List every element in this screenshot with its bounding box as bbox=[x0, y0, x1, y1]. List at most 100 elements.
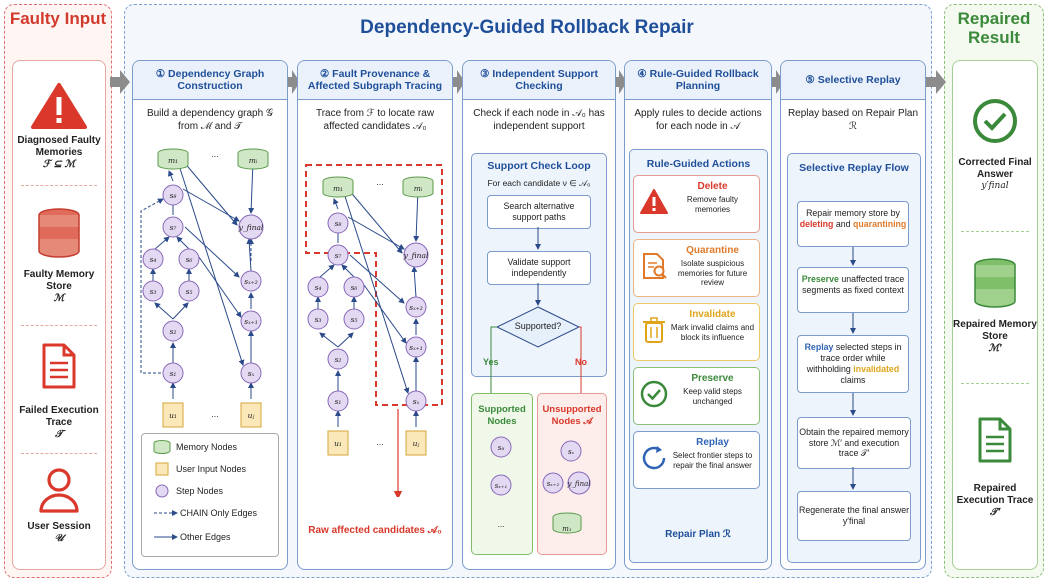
diagnosed-faulty-memories: Diagnosed Faulty Memories ℱ ⊆ ℳ bbox=[17, 135, 101, 170]
step2-header: ② Fault Provenance & Affected Subgraph T… bbox=[298, 61, 452, 100]
svg-text:...: ... bbox=[376, 438, 383, 447]
svg-text:sₓ₊₂: sₓ₊₂ bbox=[409, 303, 422, 312]
svg-text:s₈: s₈ bbox=[498, 444, 505, 452]
replay-icon bbox=[642, 446, 666, 470]
check-circle-icon bbox=[640, 380, 668, 408]
svg-text:sₓ: sₓ bbox=[413, 397, 420, 406]
user-session: User Session 𝒰 bbox=[27, 521, 91, 544]
search-support-box: Search alternative support paths bbox=[487, 195, 591, 229]
step5-column: ⑤ Selective Replay Replay based on Repai… bbox=[780, 60, 926, 570]
action-delete: Delete Remove faulty memories bbox=[633, 175, 760, 233]
replay-step-3: Replay selected steps in trace order whi… bbox=[797, 335, 909, 393]
s8-label: s₈ bbox=[170, 191, 177, 200]
database-icon bbox=[38, 208, 80, 258]
replay-step-4: Obtain the repaired memory store ℳ′ and … bbox=[797, 417, 911, 469]
faulty-input-title: Faulty Input bbox=[9, 9, 107, 28]
legend-other: Other Edges bbox=[152, 532, 231, 542]
action-invalidate: Invalidate Mark invalid claims and block… bbox=[633, 303, 760, 361]
svg-text:s₂: s₂ bbox=[335, 355, 342, 364]
svg-text:s₇: s₇ bbox=[335, 251, 342, 260]
svg-text:...: ... bbox=[376, 178, 383, 187]
check-circle-icon bbox=[973, 99, 1017, 143]
svg-text:u₁: u₁ bbox=[334, 439, 342, 448]
flow-arrow bbox=[926, 70, 946, 94]
step4-desc: Apply rules to decide actions for each n… bbox=[634, 108, 762, 132]
sx2-label: sₓ₊₂ bbox=[244, 277, 257, 286]
s3-label: s₃ bbox=[150, 287, 157, 296]
flow-arrow bbox=[451, 70, 465, 94]
step3-header: ③ Independent Support Checking bbox=[463, 61, 615, 100]
uj-label: uⱼ bbox=[248, 411, 255, 420]
s6-label: s₆ bbox=[186, 255, 193, 264]
flow-arrow bbox=[770, 70, 784, 94]
svg-text:sₓ: sₓ bbox=[568, 448, 575, 456]
raw-affected-label: Raw affected candidates 𝒜₀ bbox=[308, 525, 442, 536]
svg-text:m₁: m₁ bbox=[333, 184, 343, 193]
step-node-icon bbox=[155, 484, 169, 498]
replay-step-1: Repair memory store by deleting and quar… bbox=[797, 201, 909, 247]
step5-desc: Replay based on Repair Plan ℛ bbox=[787, 108, 919, 132]
svg-text:s₃: s₃ bbox=[315, 315, 322, 324]
divider bbox=[21, 325, 97, 326]
divider bbox=[21, 185, 97, 186]
sx-label: sₓ bbox=[248, 369, 255, 378]
trash-icon bbox=[643, 317, 665, 343]
memory-node-icon bbox=[153, 440, 171, 454]
step5-header: ⑤ Selective Replay bbox=[781, 61, 925, 100]
svg-text:s₈: s₈ bbox=[335, 219, 342, 228]
svg-text:y_final: y_final bbox=[566, 480, 590, 488]
action-preserve: Preserve Keep valid steps unchanged bbox=[633, 367, 760, 425]
document-icon bbox=[42, 343, 76, 389]
svg-text:s₆: s₆ bbox=[351, 283, 358, 292]
warning-icon bbox=[640, 189, 668, 214]
svg-text:s₁: s₁ bbox=[335, 397, 342, 406]
no-label: No bbox=[575, 357, 587, 367]
dashed-arrow-icon bbox=[154, 510, 178, 516]
affected-subgraph: m₁ mᵢ s₈ s₇ s₄ s₆ s₃ s₅ s₂ s₁ y_final sₓ… bbox=[305, 164, 443, 497]
legend: Memory Nodes User Input Nodes Step Nodes… bbox=[141, 433, 279, 557]
replay-step-2: Preserve unaffected trace segments as fi… bbox=[797, 267, 909, 313]
divider bbox=[961, 383, 1029, 384]
user-input-node-icon bbox=[155, 462, 169, 476]
flow-arrow bbox=[613, 70, 627, 94]
main-title: Dependency-Guided Rollback Repair bbox=[360, 17, 694, 38]
user-icon bbox=[39, 468, 79, 513]
repaired-memory-store: Repaired Memory Store ℳ′ bbox=[953, 319, 1037, 354]
legend-memory: Memory Nodes bbox=[152, 440, 237, 454]
s4-label: s₄ bbox=[150, 255, 157, 264]
repaired-execution-trace: Repaired Execution Trace 𝒯′ bbox=[956, 483, 1034, 518]
repaired-result-list: Corrected Final Answer y′final Repaired … bbox=[952, 60, 1038, 570]
step4-column: ④ Rule-Guided Rollback Planning Apply ru… bbox=[624, 60, 772, 570]
step4-header: ④ Rule-Guided Rollback Planning bbox=[625, 61, 771, 100]
s5-label: s₅ bbox=[186, 287, 193, 296]
s1-label: s₁ bbox=[170, 369, 177, 378]
m1-label: m₁ bbox=[168, 156, 178, 165]
step1-desc: Build a dependency graph 𝒢 from ℳ and 𝒯 bbox=[146, 108, 274, 132]
repaired-result-title: Repaired Result bbox=[957, 9, 1031, 47]
action-quarantine: Quarantine Isolate suspicious memories f… bbox=[633, 239, 760, 297]
svg-text:...: ... bbox=[211, 150, 218, 159]
validate-support-box: Validate support independently bbox=[487, 251, 591, 285]
dependency-graph: m₁ mᵢ s₈ s₇ s₄ s₆ s₃ s₅ s₂ s₁ y_final sₓ… bbox=[140, 148, 269, 428]
supported-nodes-box: Supported Nodes bbox=[471, 393, 533, 555]
step1-header: ① Dependency Graph Construction bbox=[133, 61, 287, 100]
divider bbox=[961, 231, 1029, 232]
faulty-memory-store: Faulty Memory Store ℳ bbox=[23, 269, 95, 304]
faulty-input-list: Diagnosed Faulty Memories ℱ ⊆ ℳ Faulty M… bbox=[12, 60, 106, 570]
svg-text:sₓ₊₁: sₓ₊₁ bbox=[409, 343, 422, 352]
step2-desc: Trace from ℱ to locate raw affected cand… bbox=[315, 108, 435, 132]
divider bbox=[21, 453, 97, 454]
step1-column: ① Dependency Graph Construction Build a … bbox=[132, 60, 288, 570]
u1-label: u₁ bbox=[169, 411, 177, 420]
decision-label: Supported? bbox=[514, 321, 562, 331]
svg-text:s₄: s₄ bbox=[315, 283, 322, 292]
document-icon bbox=[978, 417, 1012, 463]
step2-column: ② Fault Provenance & Affected Subgraph T… bbox=[297, 60, 453, 570]
quarantine-document-icon bbox=[643, 253, 667, 279]
flow-arrow bbox=[110, 70, 130, 94]
legend-chain: CHAIN Only Edges bbox=[152, 508, 257, 518]
replay-step-5: Regenerate the final answer y′final bbox=[797, 491, 911, 541]
step3-column: ③ Independent Support Checking Check if … bbox=[462, 60, 616, 570]
svg-text:m₁: m₁ bbox=[562, 525, 572, 533]
solid-arrow-icon bbox=[154, 534, 178, 540]
